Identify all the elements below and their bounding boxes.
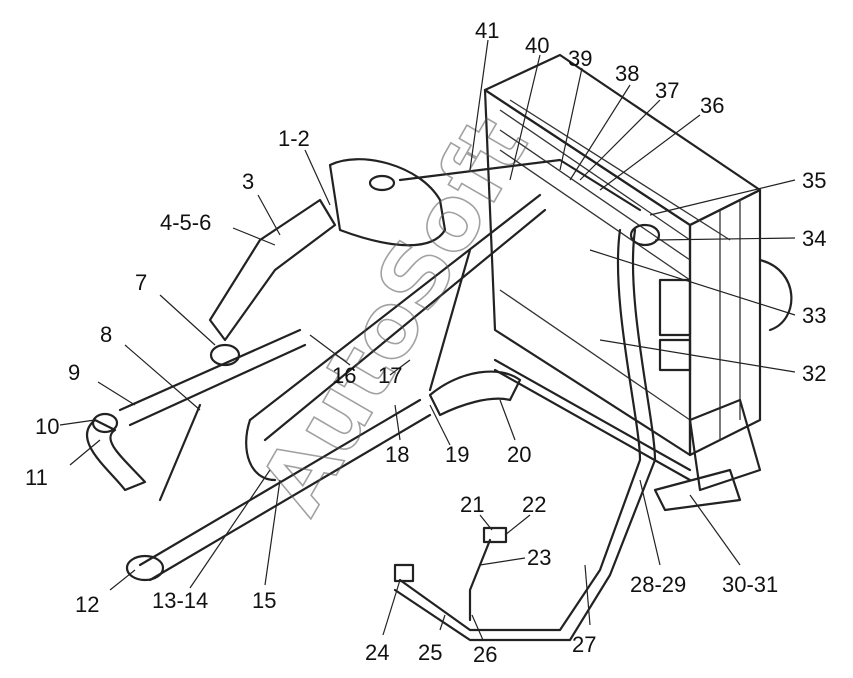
callout-35: 35 (802, 168, 826, 193)
callout-39: 39 (568, 46, 592, 71)
callout-21: 21 (460, 492, 484, 517)
hose-20 (428, 370, 522, 417)
callout-4-5-6: 4-5-6 (160, 210, 211, 235)
long-line-25 (398, 228, 642, 632)
callout-32: 32 (802, 361, 826, 386)
callout-labels: 41 40 39 38 37 36 35 34 33 32 1-2 3 4-5-… (25, 18, 826, 667)
side-pipe (758, 258, 793, 332)
clamp-10 (91, 412, 119, 434)
callout-40: 40 (525, 33, 549, 58)
mount-bracket (653, 468, 742, 512)
callout-19: 19 (445, 442, 469, 467)
callout-34: 34 (802, 226, 826, 251)
callout-38: 38 (615, 61, 639, 86)
callout-16: 16 (332, 363, 356, 388)
callout-9: 9 (68, 360, 80, 385)
line-23 (468, 538, 492, 622)
callout-30-31: 30-31 (722, 572, 778, 597)
fitting-24 (393, 563, 415, 583)
callout-41: 41 (475, 18, 499, 43)
pipe-16 (248, 193, 547, 442)
top-hose-41 (398, 158, 642, 212)
hose-clamp-7 (209, 343, 241, 367)
callout-37: 37 (655, 78, 679, 103)
rod-9 (158, 403, 202, 502)
callout-18: 18 (385, 442, 409, 467)
expansion-tank (208, 158, 447, 367)
callout-33: 33 (802, 303, 826, 328)
radiator-bracket (658, 278, 692, 337)
callout-12: 12 (75, 592, 99, 617)
callout-3: 3 (242, 169, 254, 194)
callout-27: 27 (572, 632, 596, 657)
callout-15: 15 (252, 588, 276, 613)
callout-23: 23 (527, 545, 551, 570)
radiator-assembly (483, 53, 793, 512)
callout-13-14: 13-14 (152, 588, 208, 613)
radiator-bracket-lower (658, 338, 692, 372)
callout-7: 7 (135, 270, 147, 295)
leader-lines (59, 39, 796, 641)
radiator-foot (688, 398, 762, 492)
callout-8: 8 (100, 322, 112, 347)
radiator-core (483, 88, 692, 457)
callout-1-2: 1-2 (278, 126, 310, 151)
callout-22: 22 (522, 492, 546, 517)
callout-28-29: 28-29 (630, 572, 686, 597)
clamp-34 (629, 223, 661, 247)
callout-10: 10 (35, 414, 59, 439)
callout-25: 25 (418, 640, 442, 665)
upper-hose (208, 198, 337, 342)
callout-26: 26 (473, 642, 497, 667)
fitting-21-22 (482, 526, 508, 544)
elbow-15 (245, 418, 277, 482)
callout-20: 20 (507, 442, 531, 467)
hose-11 (86, 418, 147, 492)
callout-36: 36 (700, 93, 724, 118)
long-line-inner (393, 228, 657, 642)
callout-11: 11 (25, 465, 48, 490)
callout-17: 17 (378, 363, 402, 388)
callout-24: 24 (365, 640, 389, 665)
tube-17 (428, 248, 472, 392)
clamp-12 (125, 554, 165, 582)
bottom-rail (493, 358, 692, 472)
pipe-8-9 (118, 328, 307, 427)
